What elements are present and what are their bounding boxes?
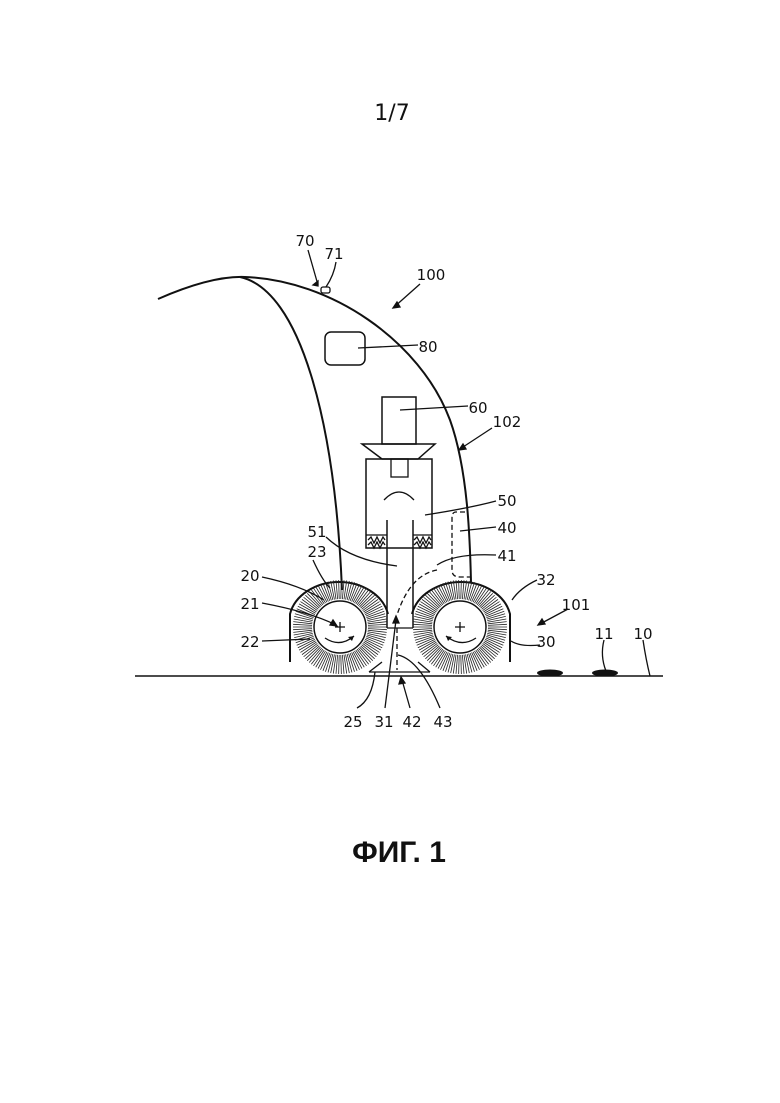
fan-funnel <box>362 444 435 459</box>
bristle-right <box>488 624 507 625</box>
filter-left <box>368 537 385 548</box>
bristle-left <box>293 629 312 630</box>
outlet <box>391 459 408 477</box>
label-101: 101 <box>562 596 591 614</box>
figure-caption: ФИГ. 1 <box>352 836 446 869</box>
leader-lines <box>262 250 650 708</box>
nozzle-25 <box>369 662 430 672</box>
page-number: 1/7 <box>374 101 409 126</box>
bristle-left <box>341 655 342 674</box>
axis-marks <box>335 622 465 632</box>
bristle-right <box>462 655 464 674</box>
label-20: 20 <box>240 567 259 585</box>
bristle-right <box>488 629 507 630</box>
water-line-40 <box>452 512 470 577</box>
label-32: 32 <box>536 571 555 589</box>
label-31: 31 <box>374 713 393 731</box>
motor-60 <box>382 397 416 444</box>
dirt-11a <box>537 670 563 677</box>
bristle-right <box>456 655 458 674</box>
bristle-left <box>339 655 340 674</box>
label-30: 30 <box>536 633 555 651</box>
label-70: 70 <box>295 232 314 250</box>
label-43: 43 <box>433 713 452 731</box>
bristle-left <box>336 655 338 674</box>
bristle-left <box>336 580 338 599</box>
bristle-left <box>368 629 387 630</box>
sensor-71 <box>321 287 330 293</box>
label-50: 50 <box>497 492 516 510</box>
label-51: 51 <box>307 523 326 541</box>
bristle-right <box>413 629 432 630</box>
label-71: 71 <box>324 245 343 263</box>
label-25: 25 <box>343 713 362 731</box>
label-22: 22 <box>240 633 259 651</box>
bristle-right <box>461 655 462 674</box>
bristle-left <box>342 655 344 674</box>
dirt-11b <box>592 670 618 677</box>
bristle-left <box>293 624 312 625</box>
bristle-right <box>459 580 460 599</box>
filter-right <box>414 537 431 548</box>
bristle-right <box>413 624 432 625</box>
label-100: 100 <box>417 266 446 284</box>
bristle-right <box>461 580 462 599</box>
bristle-left <box>341 580 342 599</box>
label-23: 23 <box>307 543 326 561</box>
bristle-left <box>368 624 387 625</box>
deflector <box>384 492 414 500</box>
label-10: 10 <box>633 625 652 643</box>
inner-shell <box>240 277 342 590</box>
label-11: 11 <box>594 625 613 643</box>
label-42: 42 <box>402 713 421 731</box>
bristle-left <box>339 580 340 599</box>
bristle-right <box>459 655 460 674</box>
label-80: 80 <box>418 338 437 356</box>
label-21: 21 <box>240 595 259 613</box>
label-60: 60 <box>468 399 487 417</box>
label-40: 40 <box>497 519 516 537</box>
label-41: 41 <box>497 547 516 565</box>
label-102: 102 <box>493 413 522 431</box>
brushes <box>293 580 507 674</box>
bristle-right <box>462 580 464 599</box>
